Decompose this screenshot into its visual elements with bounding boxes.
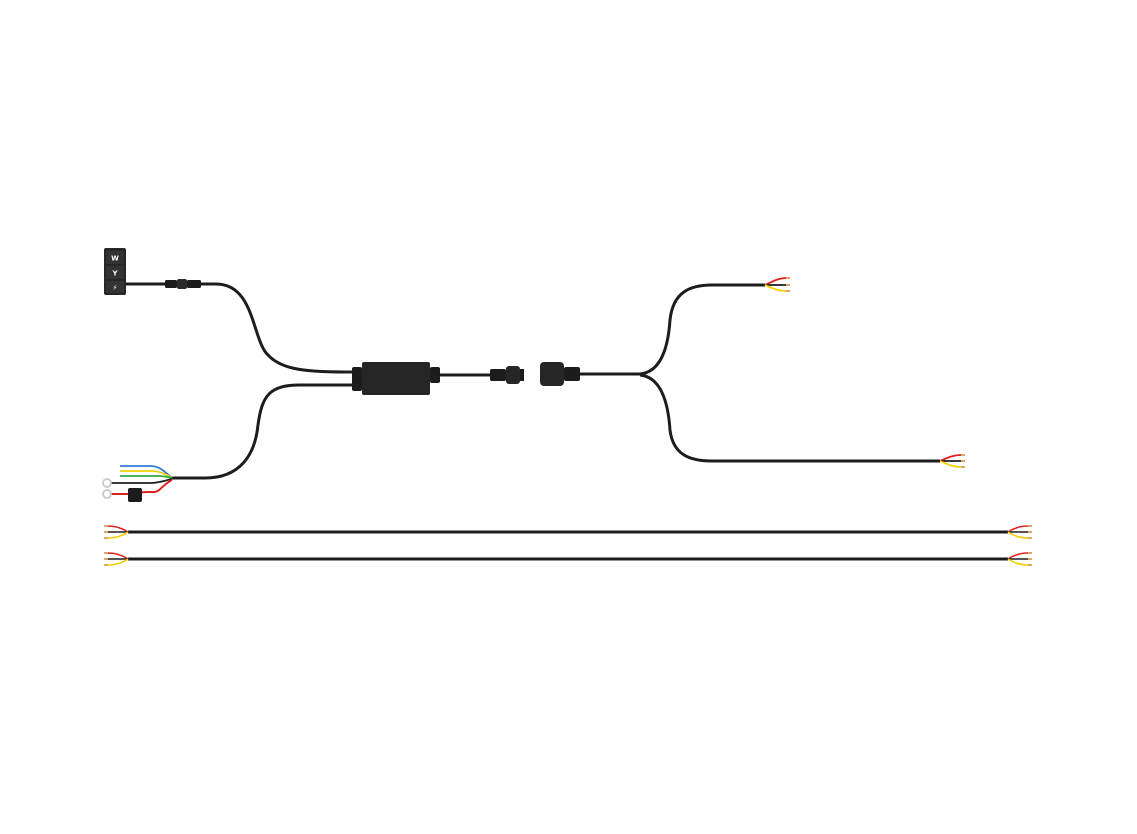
switch-button-w[interactable] (106, 251, 124, 264)
lower-yellow-lead (939, 460, 962, 468)
connector-socket-body (540, 362, 564, 386)
switch-button-w-label: W (111, 255, 119, 263)
lower-branch-wire-ends (939, 454, 965, 468)
ext1-left-tips (104, 525, 108, 539)
connector-seal (520, 369, 524, 381)
positive-ring-terminal (102, 489, 112, 499)
switch-cable (126, 279, 362, 374)
connector-plug-body (506, 366, 520, 384)
connector-plug-sleeve (490, 369, 506, 381)
switch-button-y[interactable] (106, 266, 124, 279)
switch-connector-sleeve (187, 280, 201, 288)
control-box-body (362, 362, 430, 395)
switch-cable-run (201, 282, 362, 374)
ext2-left-tips (104, 552, 108, 566)
ext2-right-yellow (1007, 558, 1029, 566)
control-box-strain-left (352, 367, 362, 391)
ext1-right-red (1007, 525, 1029, 533)
ext2-left-yellow (107, 558, 129, 566)
switch-panel: W Y ⚡ (104, 248, 126, 295)
green-wire (120, 475, 173, 479)
switch-connector-female (177, 279, 187, 289)
upper-yellow-lead (764, 284, 787, 292)
waterproof-connector (490, 362, 580, 386)
upper-copper-tips (786, 277, 790, 292)
switch-button-y-label: Y (111, 270, 118, 278)
switch-button-power-label: ⚡ (113, 284, 118, 292)
ext1-left-red (107, 525, 129, 533)
upper-branch-cable (639, 283, 765, 376)
inline-fuse-holder (128, 488, 142, 502)
ground-ring-terminal (102, 478, 112, 488)
ext2-right-red (1007, 552, 1029, 560)
power-wire-fanout (102, 465, 173, 502)
ext1-right-tips (1028, 525, 1032, 539)
extension-cable-2 (104, 552, 1032, 566)
control-box-strain-right (430, 367, 440, 383)
connector-socket-sleeve (564, 367, 580, 381)
upper-branch-wire-ends (764, 277, 790, 292)
control-box (352, 362, 440, 395)
ext1-left-yellow (107, 531, 129, 539)
switch-button-power[interactable] (106, 281, 124, 293)
ext2-left-red (107, 552, 129, 560)
upper-red-lead (764, 277, 787, 286)
lower-branch-cable (639, 373, 940, 463)
ext2-right-tips (1028, 552, 1032, 566)
ground-wire (110, 478, 173, 484)
lower-copper-tips (961, 454, 965, 468)
switch-connector-male (165, 280, 177, 288)
extension-cable-1 (104, 525, 1032, 539)
power-input-cable (170, 383, 362, 480)
ext1-right-yellow (1007, 531, 1029, 539)
